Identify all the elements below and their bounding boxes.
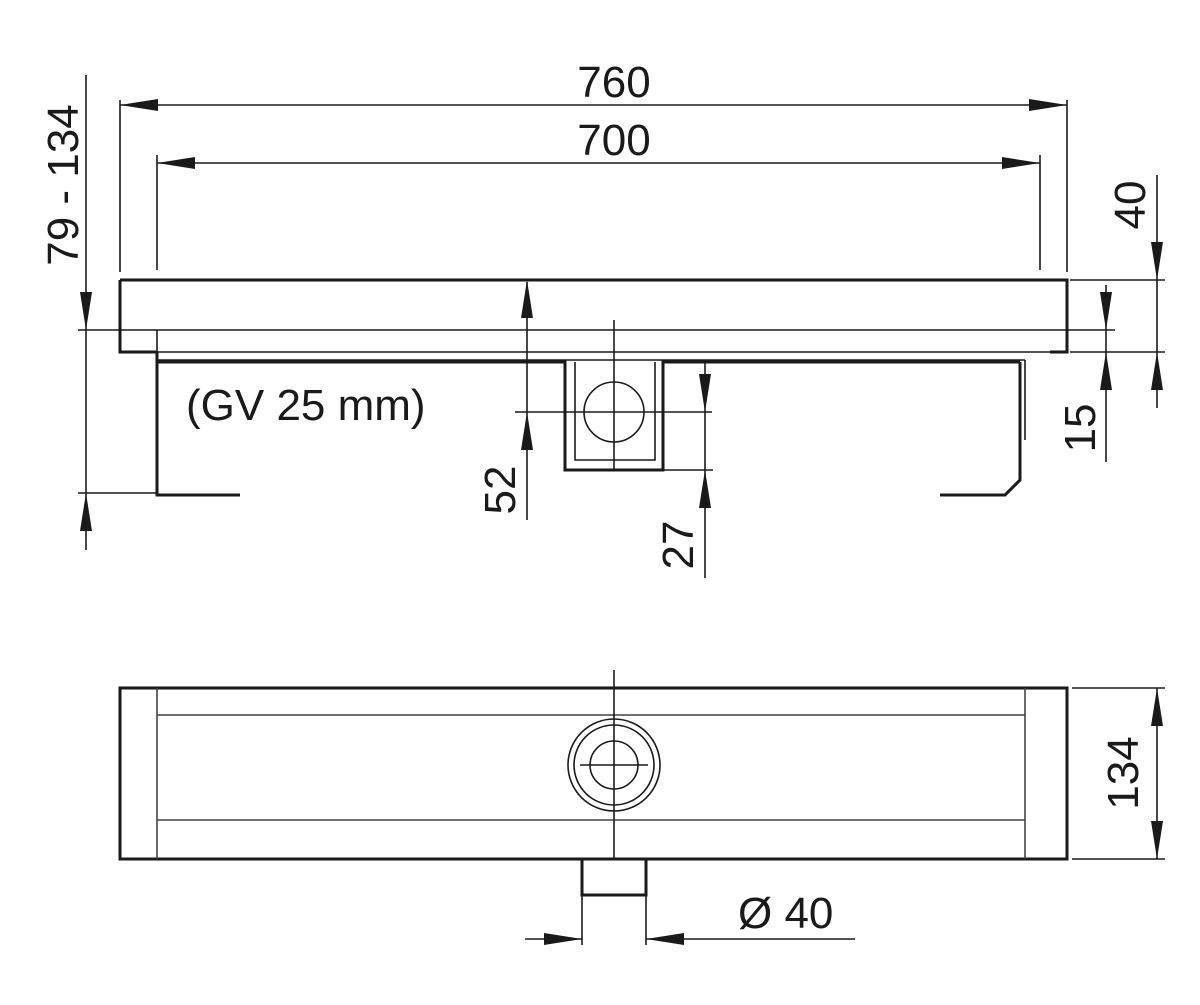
outlet-diameter-label: Ø 40 bbox=[738, 889, 833, 938]
dim-760: 760 bbox=[119, 58, 1068, 272]
dim-40: 40 bbox=[1070, 175, 1165, 408]
outlet-center-label: 27 bbox=[654, 521, 703, 570]
grate-height-label: 40 bbox=[1106, 181, 1155, 230]
width-label: 134 bbox=[1099, 736, 1148, 809]
height-range-label: 79 - 134 bbox=[39, 104, 88, 265]
grate-body bbox=[118, 278, 1069, 361]
outlet-side bbox=[515, 320, 712, 470]
side-view: 760 700 79 - 134 40 bbox=[39, 58, 1165, 578]
flange-height-label: 15 bbox=[1056, 404, 1105, 453]
dim-15: 15 bbox=[1056, 285, 1115, 462]
dim-diameter: Ø 40 bbox=[525, 889, 855, 945]
dim-27: 27 bbox=[654, 362, 713, 578]
dim-700: 700 bbox=[156, 116, 1041, 270]
dim-134: 134 bbox=[1072, 687, 1165, 860]
gv-note: (GV 25 mm) bbox=[186, 381, 426, 430]
outlet-top bbox=[567, 670, 661, 860]
outlet-depth-label: 52 bbox=[476, 466, 525, 515]
overall-length-label: 760 bbox=[577, 58, 650, 107]
channel-top-outline bbox=[118, 686, 1069, 861]
top-view: Ø 40 134 bbox=[118, 670, 1165, 945]
dim-height-range: 79 - 134 bbox=[39, 75, 157, 550]
channel-length-label: 700 bbox=[577, 116, 650, 165]
dim-52: 52 bbox=[476, 280, 533, 520]
outlet-pipe bbox=[580, 859, 648, 945]
